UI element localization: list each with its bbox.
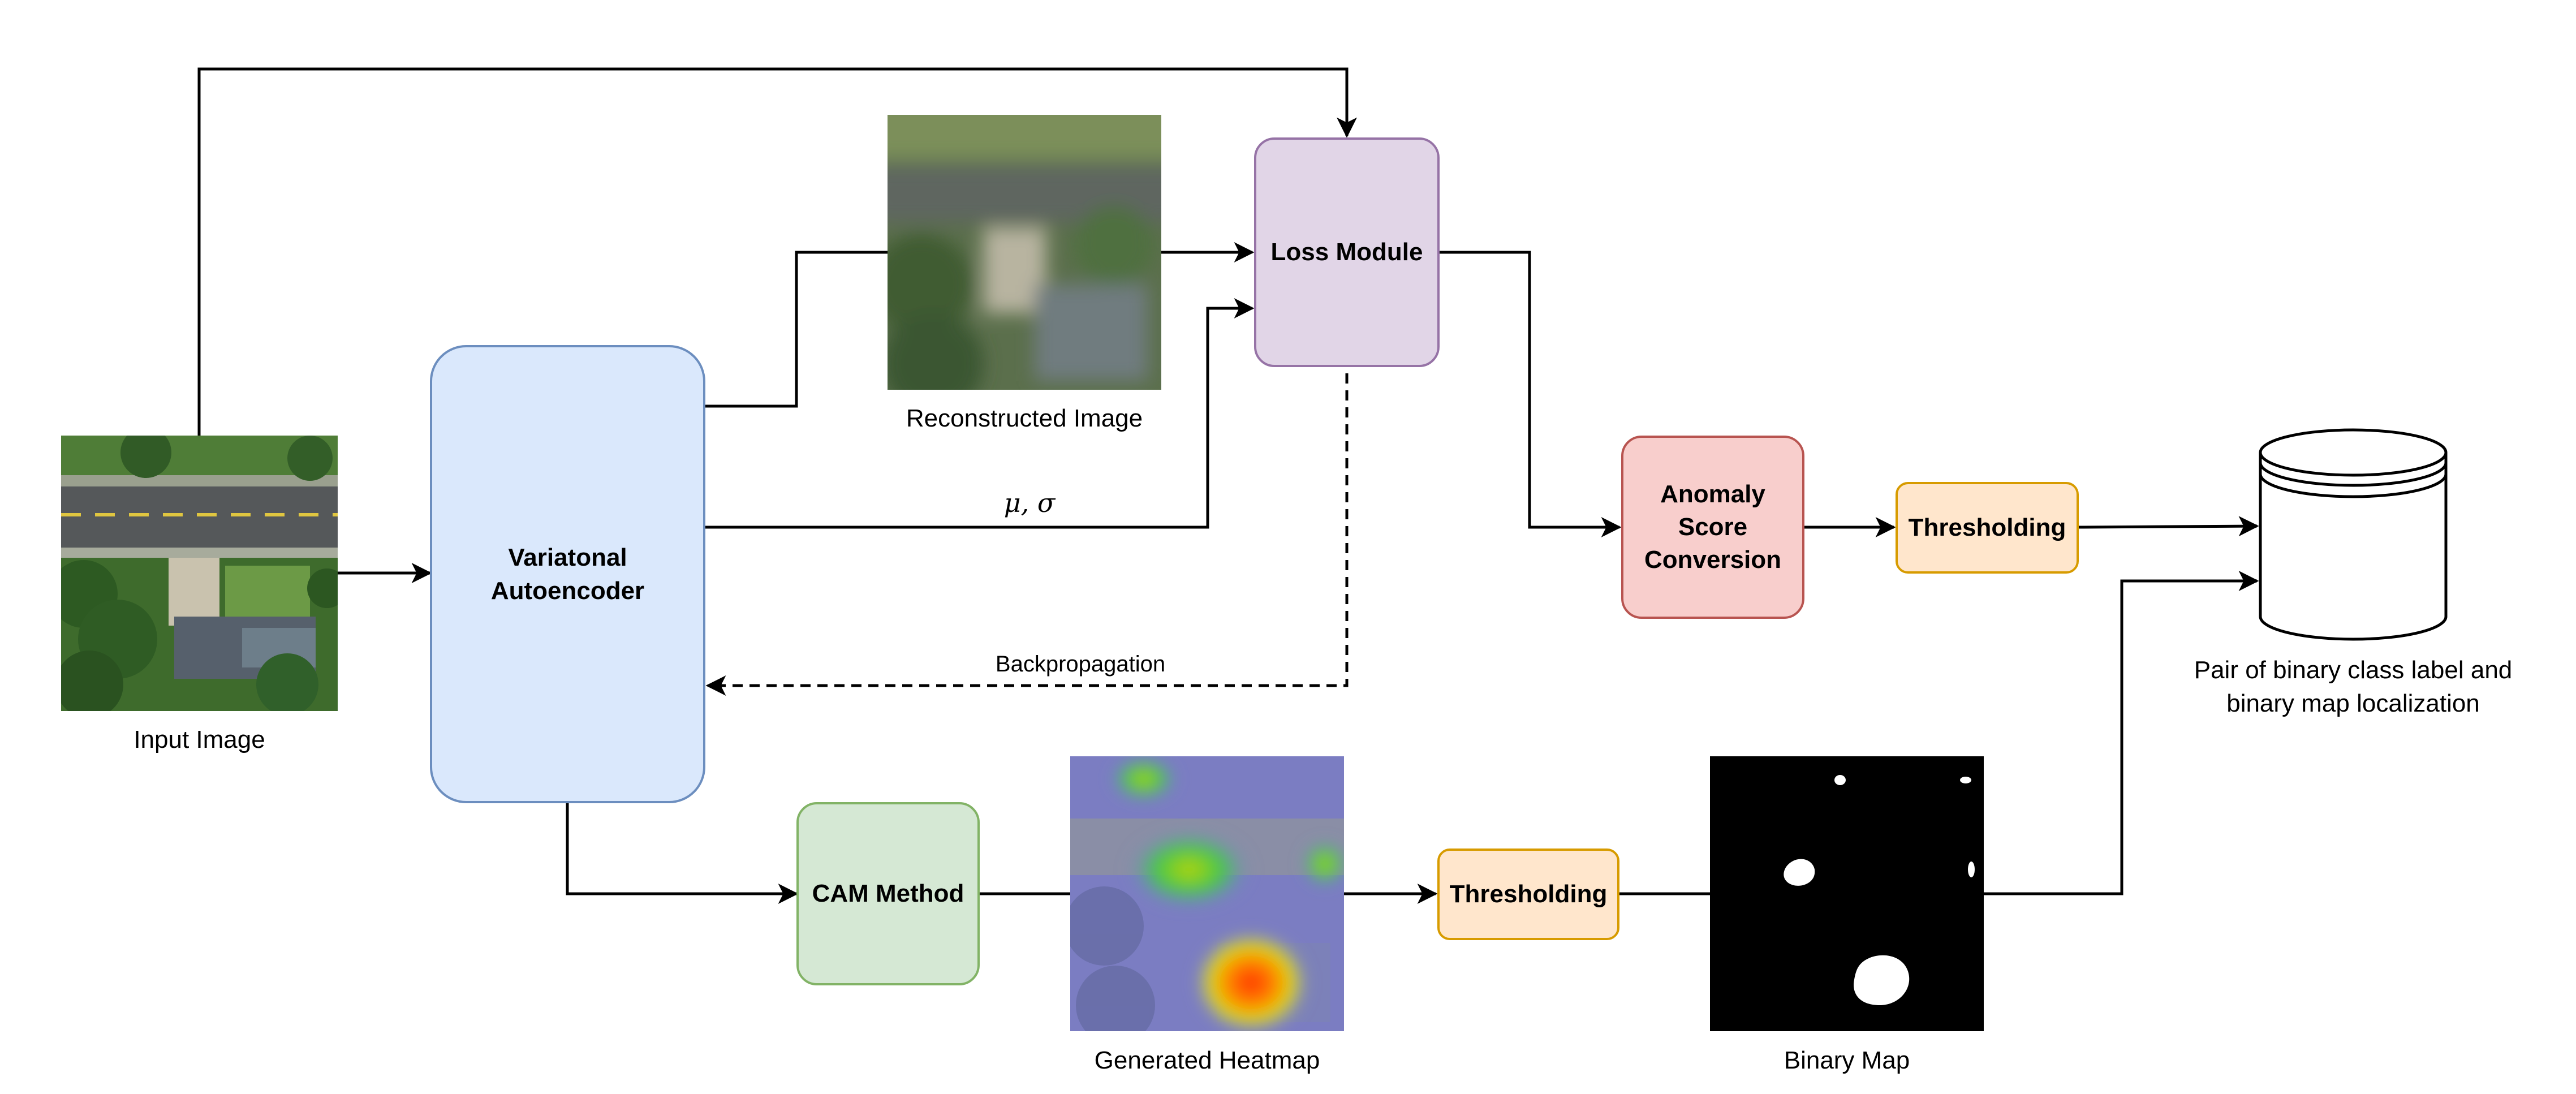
thresholding-top-node: Thresholding (1896, 482, 2079, 574)
input-image (61, 436, 338, 711)
edge-input-to-loss (197, 67, 1357, 436)
reconstructed-image-caption: Reconstructed Image (906, 404, 1143, 432)
edge-binary-to-output (1984, 571, 2259, 895)
anomaly-score-label: Anomaly Score Conversion (1644, 480, 1782, 574)
binary-map (1710, 756, 1984, 1031)
mu-sigma-label: μ, σ (1003, 488, 1056, 518)
loss-module-label: Loss Module (1270, 238, 1423, 266)
edge-vae-to-reconstructed (705, 251, 888, 408)
edge-vae-to-cam (566, 803, 799, 904)
cam-method-node: CAM Method (796, 802, 980, 985)
cam-method-label: CAM Method (812, 880, 964, 907)
edge-vae-mu-sigma-to-loss (705, 298, 1255, 529)
thresholding-bottom-label: Thresholding (1449, 880, 1608, 908)
backpropagation-label: Backpropagation (995, 652, 1166, 677)
generated-heatmap (1070, 756, 1344, 1031)
output-caption: Pair of binary class label and binary ma… (2194, 656, 2513, 718)
vae-label: Variatonal Autoencoder (490, 543, 645, 605)
thresholding-bottom-node: Thresholding (1437, 849, 1619, 940)
anomaly-score-node: Anomaly Score Conversion (1621, 436, 1804, 619)
reconstructed-image (888, 115, 1161, 390)
edge-backpropagation (705, 373, 1349, 696)
thresholding-top-label: Thresholding (1908, 514, 2066, 541)
database-cylinder-icon (2259, 428, 2448, 641)
loss-module-node: Loss Module (1254, 137, 1440, 367)
vae-node: Variatonal Autoencoder (430, 345, 705, 803)
generated-heatmap-caption: Generated Heatmap (1094, 1046, 1320, 1074)
binary-map-caption: Binary Map (1784, 1046, 1910, 1074)
input-image-caption: Input Image (133, 726, 265, 753)
edge-threshold-to-output (2078, 516, 2259, 537)
edge-loss-to-anomaly (1440, 251, 1622, 537)
